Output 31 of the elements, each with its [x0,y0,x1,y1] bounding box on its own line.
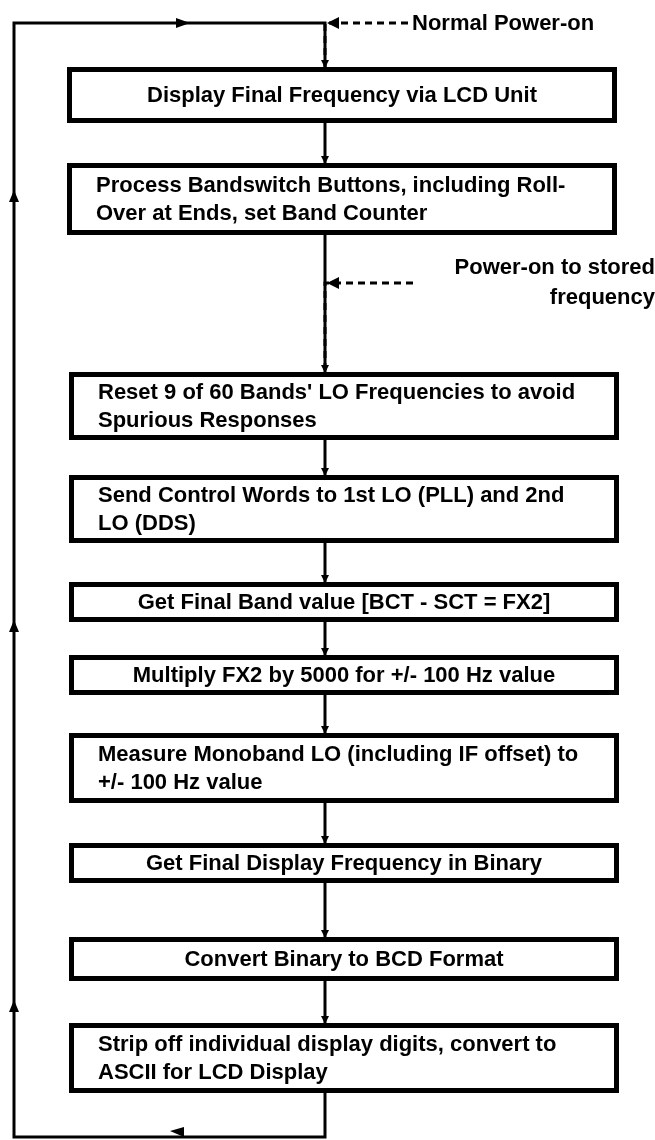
arrow [321,622,329,656]
arrow [321,695,329,734]
step-text: Process Bandswitch Buttons, including Roll-Over at Ends, set Band Counter [96,171,567,227]
arrow [321,123,329,164]
step-text: Send Control Words to 1st LO (PLL) and 2nd LO (DDS) [98,481,566,537]
process-box [67,163,617,235]
step-text: Strip off individual display digits, convert to ASCII for LCD Display [98,1030,558,1086]
step-text: Get Final Display Frequency in Binary [145,849,543,877]
step-text: Convert Binary to BCD Format [184,945,504,973]
arrow [321,440,329,476]
process-box [69,733,619,803]
arrow [321,981,329,1024]
process-box [67,67,617,123]
arrow [321,543,329,583]
process-box [69,372,619,440]
arrow [321,883,329,938]
step-text: Get Final Band value [BCT - SCT = FX2] [137,588,551,616]
process-box [69,655,619,695]
step-text: Multiply FX2 by 5000 for +/- 100 Hz value [132,661,556,689]
process-box [69,582,619,622]
process-box [69,475,619,543]
process-box [69,937,619,981]
entry-label: Power-on to stored frequency [453,253,655,311]
arrow [321,803,329,844]
step-text: Display Final Frequency via LCD Unit [147,81,537,109]
process-box [69,1023,619,1093]
entry-label: Normal Power-on [412,9,595,37]
process-box [69,843,619,883]
step-text: Measure Monoband LO (including IF offset) to +/- 100 Hz value [98,740,580,796]
step-text: Reset 9 of 60 Bands' LO Frequencies to avoid Spurious Responses [98,378,577,434]
arrow [321,235,329,373]
